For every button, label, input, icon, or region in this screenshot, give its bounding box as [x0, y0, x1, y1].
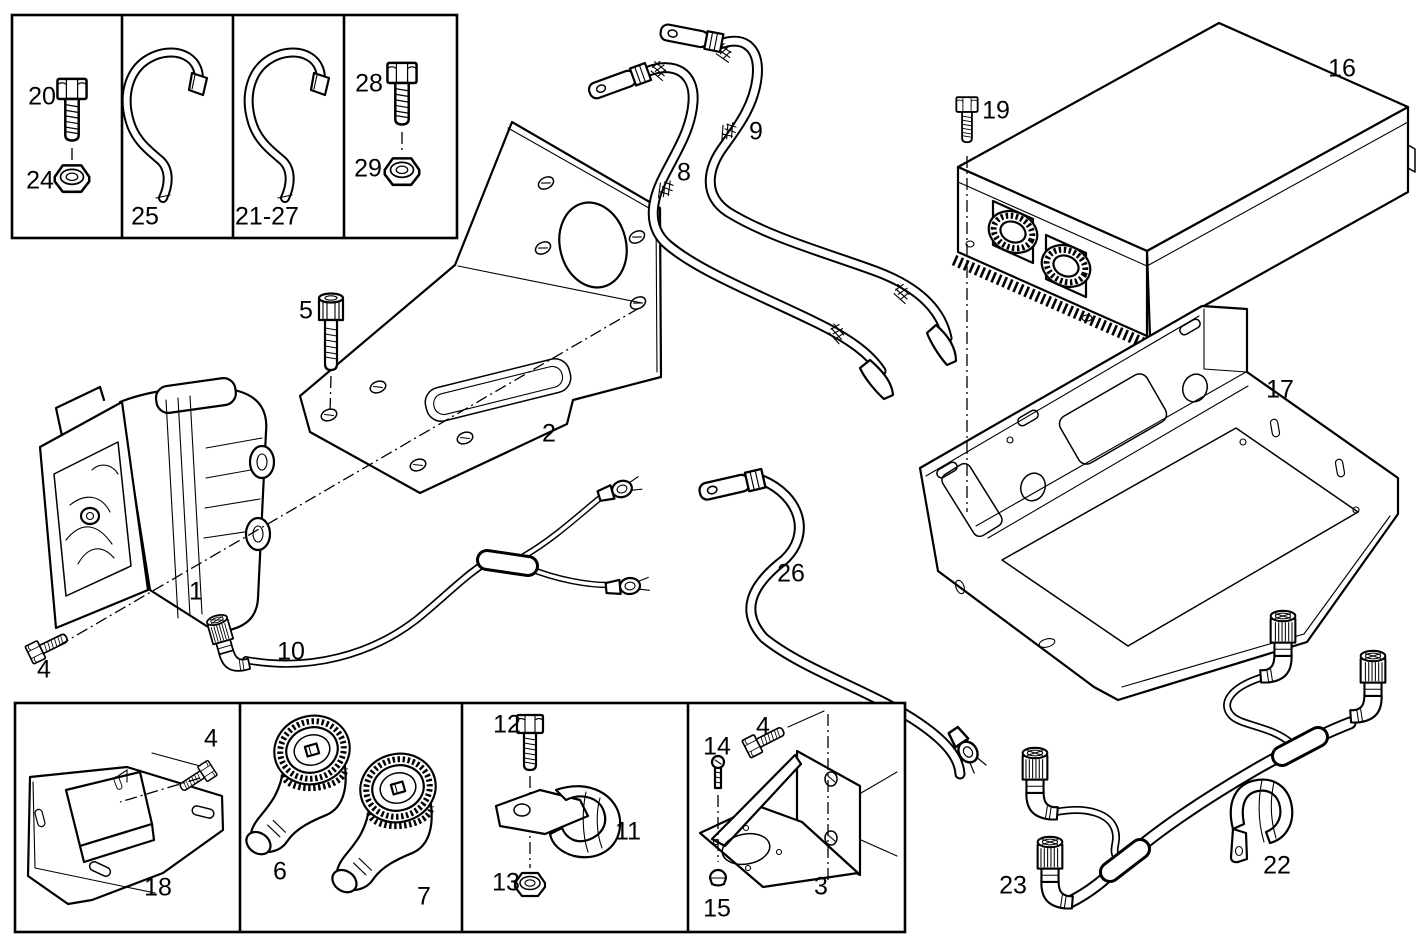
part-1-heater-unit	[38, 377, 276, 634]
callout-5: 5	[299, 296, 313, 325]
callout-21-27: 21-27	[235, 202, 299, 231]
callout-20: 20	[28, 82, 56, 111]
callout-29: 29	[354, 154, 382, 183]
part-11-pipe-clamp	[494, 785, 622, 859]
callout-3: 3	[814, 872, 828, 901]
callout-28: 28	[355, 69, 383, 98]
callout-25: 25	[131, 202, 159, 231]
callout-6: 6	[273, 857, 287, 886]
part-15-cap-nut	[708, 868, 728, 887]
callout-11: 11	[615, 817, 641, 846]
callout-15: 15	[703, 894, 731, 923]
callout-23: 23	[999, 871, 1027, 900]
part-19-bolt	[955, 96, 979, 144]
part-5-socket-screw	[317, 292, 345, 372]
callout-4a: 4	[37, 655, 51, 684]
callout-14: 14	[703, 732, 731, 761]
part-17-mounting-tray	[918, 304, 1400, 702]
callout-16: 16	[1328, 54, 1356, 83]
part-8-battery-cable	[585, 59, 895, 401]
callout-26: 26	[777, 559, 805, 588]
part-24-nut	[53, 164, 91, 194]
part-3-angle-bracket	[698, 710, 898, 889]
part-18-channel-bracket	[26, 752, 225, 906]
callout-24: 24	[26, 166, 54, 195]
callout-18: 18	[144, 873, 172, 902]
callout-2: 2	[542, 419, 556, 448]
part-10-cable	[204, 474, 651, 678]
part-23-connector-harness	[1021, 609, 1387, 910]
callout-17: 17	[1266, 375, 1294, 404]
callout-9: 9	[749, 117, 763, 146]
callout-13: 13	[492, 868, 520, 897]
callout-10: 10	[277, 637, 305, 666]
callout-12: 12	[493, 710, 521, 739]
legend-box-top-left	[10, 13, 459, 240]
part-26-ground-cable	[696, 467, 989, 780]
callout-22: 22	[1263, 851, 1291, 880]
callout-8: 8	[677, 158, 691, 187]
part-9-battery-cable	[658, 21, 958, 367]
part-16-control-unit	[951, 21, 1416, 350]
callout-7: 7	[417, 882, 431, 911]
part-22-cable-clamp	[1229, 778, 1294, 864]
callout-4b: 4	[204, 724, 218, 753]
part-14-screw	[710, 754, 726, 790]
callout-19: 19	[982, 96, 1010, 125]
part-29-nut	[383, 157, 421, 187]
callout-4c: 4	[756, 712, 770, 741]
callout-1: 1	[189, 577, 203, 606]
